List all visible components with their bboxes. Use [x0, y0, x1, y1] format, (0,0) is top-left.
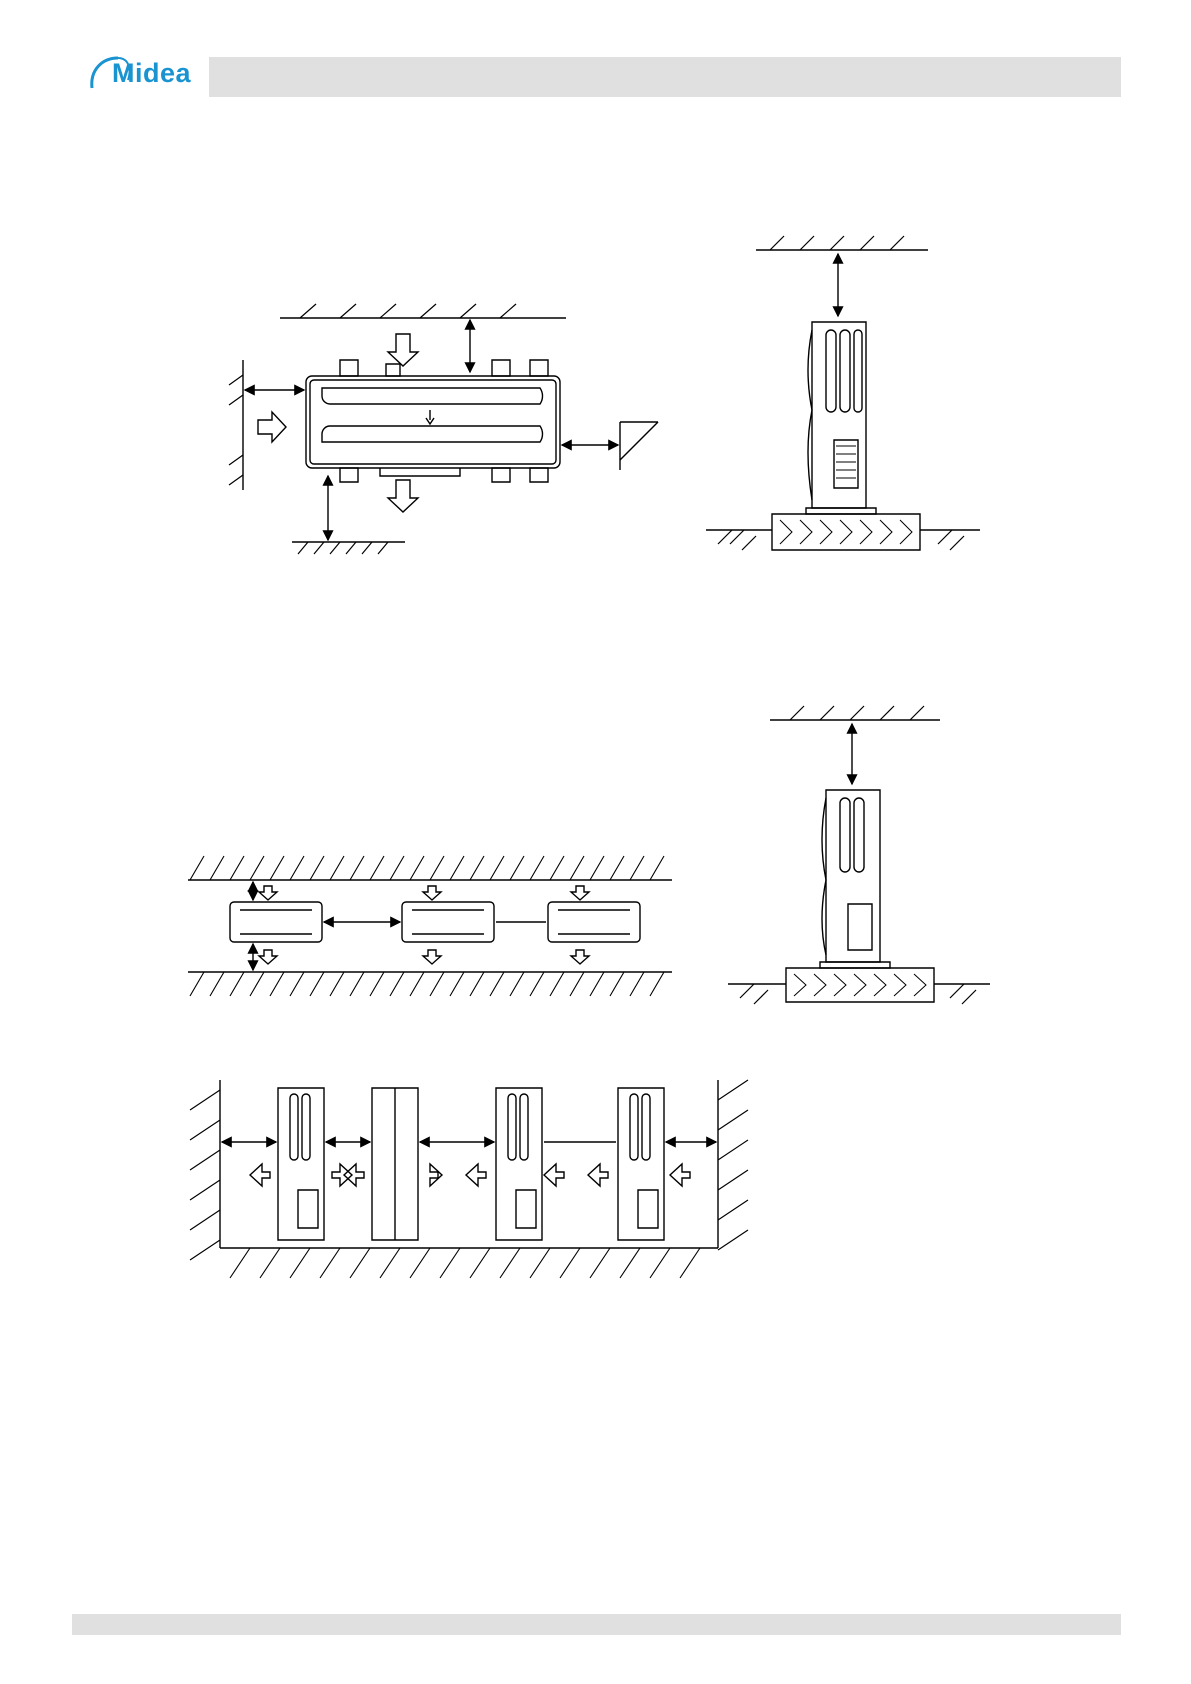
single-unit-top-view [210, 295, 670, 560]
multi-unit-side-view [715, 698, 995, 1008]
multi-unit-front-view [185, 1075, 755, 1285]
single-unit-side-view [700, 228, 990, 558]
footer-bar [72, 1614, 1121, 1635]
header-bar [209, 57, 1121, 97]
multi-unit-row-top-view [185, 850, 675, 1000]
brand-name: Midea [112, 58, 191, 89]
